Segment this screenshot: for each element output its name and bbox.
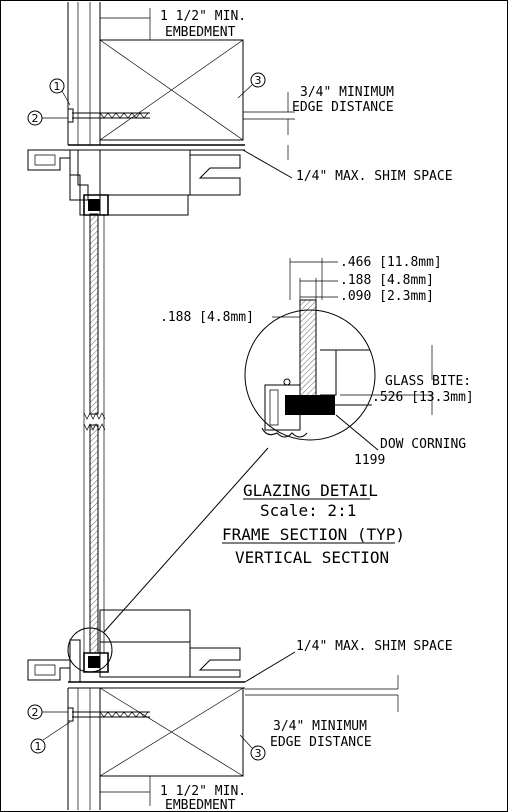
glazing-dim-188-left: .188 [4.8mm] xyxy=(160,310,254,325)
glazing-dim-466: .466 [11.8mm] xyxy=(340,255,442,270)
glazing-detail-scale: Scale: 2:1 xyxy=(260,501,356,520)
glazing-dimensions xyxy=(272,258,433,451)
embed-top-line1: 1 1/2" MIN. xyxy=(160,9,246,24)
callout-1-bottom: 1 xyxy=(35,740,42,753)
edge-bottom-line1: 3/4" MINIMUM xyxy=(273,719,367,734)
glazing-dim-188-right: .188 [4.8mm] xyxy=(340,273,434,288)
shim-bottom-label: 1/4" MAX. SHIM SPACE xyxy=(296,639,453,654)
bottom-dimensions xyxy=(99,651,399,806)
frame-section-title: FRAME SECTION (TYP) xyxy=(222,525,405,544)
embed-bottom-line1: 1 1/2" MIN. xyxy=(160,784,246,799)
anchor-screw-top xyxy=(67,108,150,123)
shim-top-label: 1/4" MAX. SHIM SPACE xyxy=(296,169,453,184)
glass-bite-label: GLASS BITE: xyxy=(385,374,471,389)
vertical-section-title: VERTICAL SECTION xyxy=(235,548,389,567)
callout-2-top: 2 xyxy=(32,112,39,125)
glazing-detail xyxy=(244,299,376,441)
frame-head-profile xyxy=(27,144,245,216)
callout-3-bottom: 3 xyxy=(255,747,262,760)
detail-callout-circle xyxy=(67,627,113,673)
glass-bite-value: .526 [13.3mm] xyxy=(372,390,474,405)
callout-balloons xyxy=(27,72,266,761)
edge-top-line1: 3/4" MINIMUM xyxy=(300,85,394,100)
top-dimensions xyxy=(99,8,295,179)
wood-buck-bottom xyxy=(99,687,244,777)
edge-top-line2: EDGE DISTANCE xyxy=(292,100,394,115)
glazing-detail-title: GLAZING DETAIL xyxy=(243,481,378,500)
embed-top-line2: EMBEDMENT xyxy=(165,25,236,40)
sealant-line1: DOW CORNING xyxy=(380,437,466,452)
embed-bottom-line2: EMBEDMENT xyxy=(165,798,236,812)
edge-bottom-line2: EDGE DISTANCE xyxy=(270,735,372,750)
anchor-screw-bottom xyxy=(67,707,150,722)
callout-1-top: 1 xyxy=(54,80,61,93)
callout-2-bottom: 2 xyxy=(32,706,39,719)
glass-lite xyxy=(83,213,106,654)
detail-leader xyxy=(103,447,269,633)
glazing-dim-090: .090 [2.3mm] xyxy=(340,289,434,304)
wood-buck-top xyxy=(99,39,244,141)
frame-sill-profile xyxy=(27,609,245,689)
callout-3-top: 3 xyxy=(255,74,262,87)
sealant-line2: 1199 xyxy=(354,453,385,468)
